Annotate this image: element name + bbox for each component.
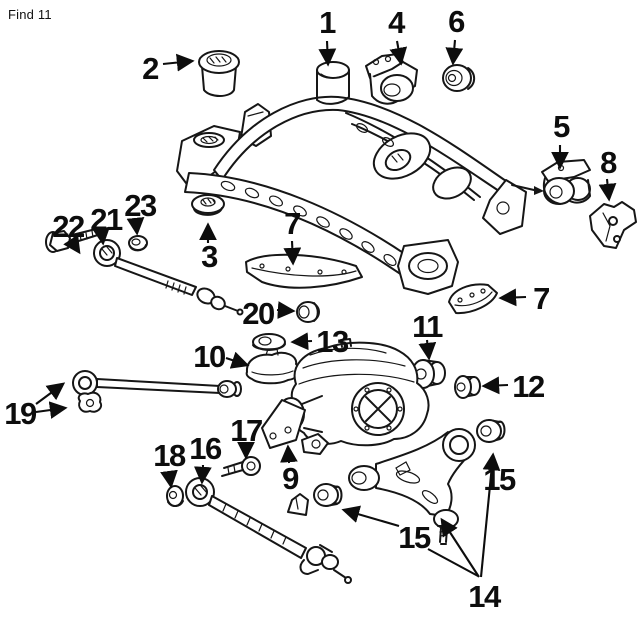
callout-arrow-15 [341, 505, 400, 528]
washer-13-drawing [252, 333, 286, 351]
callout-label-14-24: 14 [468, 579, 502, 614]
find-label: Find 11 [8, 7, 52, 22]
callout-arrow-22 [63, 234, 81, 255]
callout-label-16-19: 16 [189, 431, 222, 466]
callout-label-13-13: 13 [316, 324, 349, 359]
lateral-rod-21-drawing [93, 239, 244, 316]
member-mount-4-drawing [365, 53, 418, 105]
nut-23-drawing [128, 235, 148, 252]
cam-bolt-17-drawing [221, 456, 261, 477]
callout-arrow-14 [440, 517, 480, 578]
callout-label-21-7: 21 [90, 202, 123, 237]
callout-label-12-16: 12 [512, 369, 544, 404]
callout-arrow-19 [35, 382, 66, 405]
callout-label-18-20: 18 [153, 438, 186, 473]
strut-rod-16-drawing [185, 477, 352, 584]
callout-arrow-9 [280, 444, 298, 464]
callout-arrow-8 [598, 178, 617, 202]
callout-arrow-7 [283, 240, 302, 266]
callout-label-6-3: 6 [448, 4, 465, 39]
member-mount-5-drawing [541, 159, 591, 205]
lower-arm-14-drawing [348, 428, 476, 545]
grommet-20-drawing [296, 301, 320, 323]
differential-9-drawing [261, 338, 430, 455]
stay-7-right-drawing [448, 283, 498, 315]
callout-label-10-14: 10 [193, 339, 225, 374]
callout-label-7-10: 7 [284, 206, 300, 241]
callout-arrow-18 [160, 469, 178, 489]
subframe-crossmember-drawing [176, 61, 544, 295]
callout-label-15-22: 15 [398, 520, 431, 555]
callout-arrow-21 [92, 226, 110, 246]
nut-18-drawing [166, 485, 184, 507]
callout-arrow-19 [35, 401, 68, 419]
callout-arrow-23 [126, 217, 145, 236]
callout-label-8-5: 8 [600, 145, 617, 180]
callout-label-19-17: 19 [4, 396, 37, 431]
callout-arrow-7 [498, 288, 527, 307]
callout-label-15-23: 15 [483, 462, 516, 497]
callout-arrow-4 [389, 40, 408, 66]
callout-arrow-2 [162, 53, 195, 72]
callout-label-23-8: 23 [124, 188, 157, 223]
callout-label-17-18: 17 [230, 413, 262, 448]
callout-arrow-15 [427, 548, 479, 577]
callout-arrow-11 [418, 339, 437, 361]
callout-label-20-12: 20 [242, 296, 274, 331]
bushing-19-drawing [77, 391, 102, 413]
callout-arrow-10 [225, 351, 250, 369]
upper-arm-19-drawing [72, 370, 242, 413]
callout-label-4-2: 4 [388, 5, 406, 40]
bushing-15-left-drawing [313, 483, 343, 507]
callout-arrow-13 [290, 332, 313, 351]
upper-cushion-3-drawing [191, 194, 225, 216]
bushing-15-right-drawing [476, 419, 506, 443]
callout-label-9-21: 9 [282, 461, 299, 496]
bushing-12-drawing [454, 375, 481, 399]
callout-arrow-20 [276, 301, 296, 319]
cushion-10-drawing [245, 348, 300, 385]
callout-label-11-15: 11 [412, 309, 443, 344]
callout-label-3-9: 3 [201, 239, 218, 274]
callout-arrow-6 [445, 39, 464, 66]
callout-label-22-6: 22 [52, 209, 84, 244]
callout-label-7-11: 7 [533, 281, 549, 316]
callout-label-1-0: 1 [319, 5, 336, 40]
callout-label-2-1: 2 [142, 51, 158, 86]
bracket-8-drawing [589, 201, 637, 249]
callout-arrow-12 [481, 376, 509, 395]
grommet-6-drawing [442, 64, 476, 92]
callout-label-5-4: 5 [553, 109, 570, 144]
stay-7-left-drawing [245, 253, 363, 289]
callout-arrow-1 [318, 40, 337, 67]
callout-arrow-16 [193, 464, 212, 485]
body-cushion-2-drawing [198, 50, 240, 97]
callout-arrow-14 [479, 452, 501, 578]
